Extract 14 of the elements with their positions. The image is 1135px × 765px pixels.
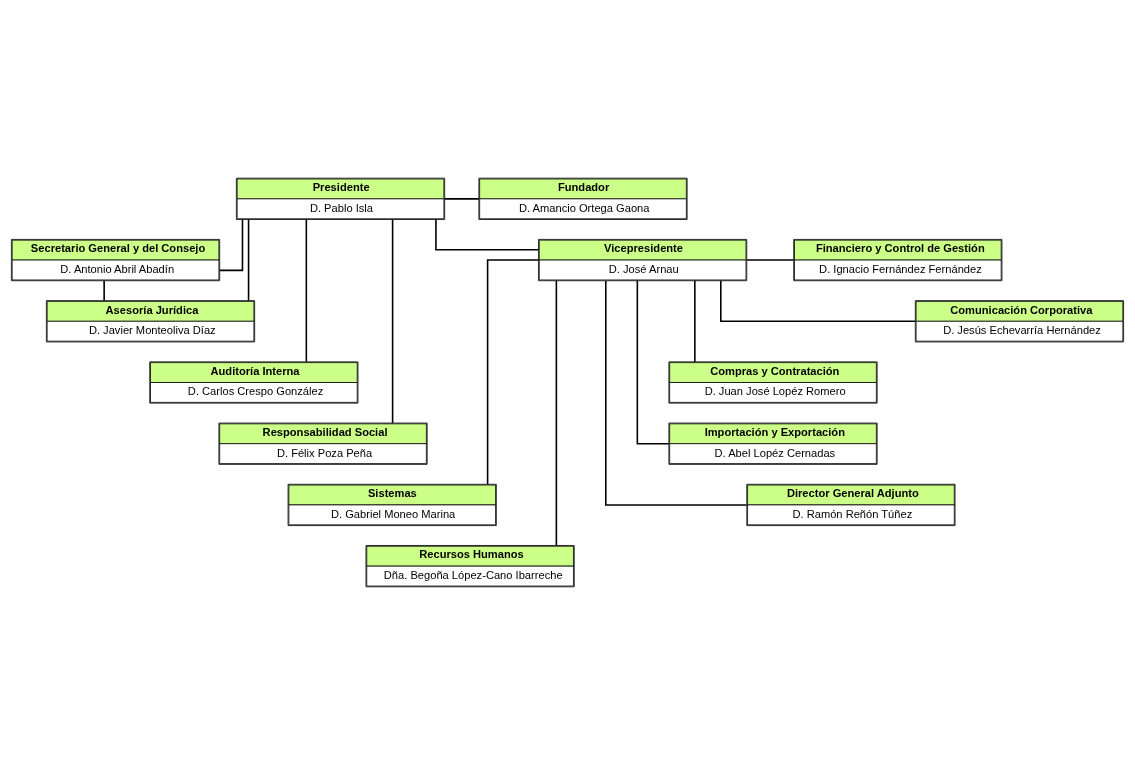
connector [247, 218, 250, 302]
connector [746, 259, 795, 261]
connector [305, 218, 308, 363]
connector [486, 259, 540, 485]
connector [636, 280, 670, 445]
connector [435, 218, 540, 251]
connector [103, 280, 105, 302]
connector [443, 198, 480, 200]
connector [218, 218, 244, 272]
connector [605, 280, 748, 506]
connector [720, 280, 916, 323]
connector [555, 280, 558, 547]
connector [694, 280, 696, 363]
connector [391, 218, 394, 424]
